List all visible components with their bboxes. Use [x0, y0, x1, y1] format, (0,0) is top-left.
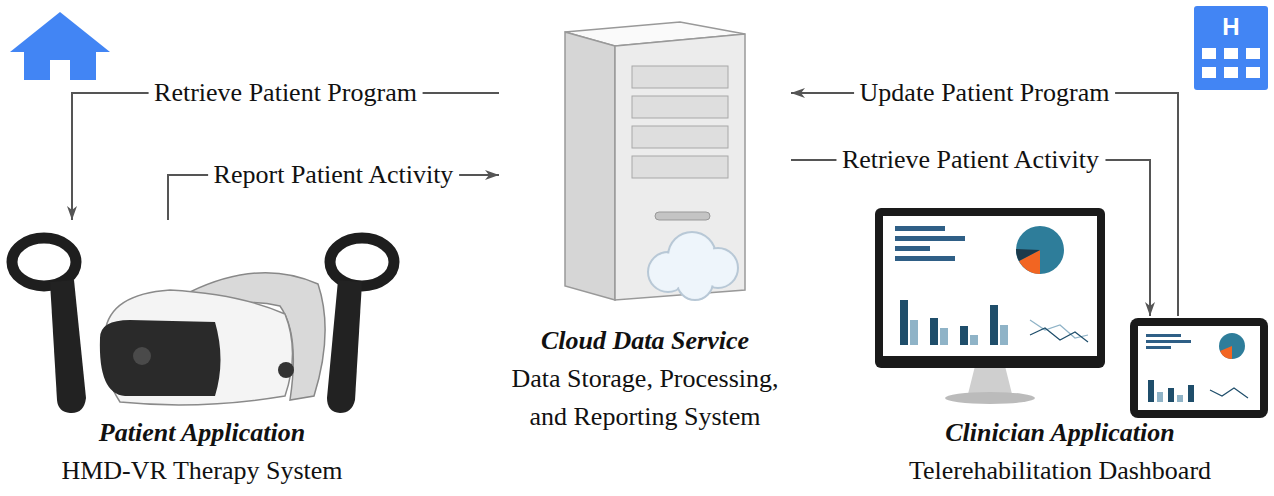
node-heading: Clinician Application [945, 414, 1174, 452]
hospital-building [1194, 6, 1268, 90]
chart-bar [1146, 340, 1191, 343]
patient-application-node: Patient ApplicationHMD-VR Therapy System [8, 220, 396, 494]
hospital-window [1224, 48, 1238, 59]
monitor-screen [883, 216, 1097, 356]
drive-bay [632, 96, 728, 118]
drive-bay [632, 66, 728, 88]
flow-arrow [72, 93, 499, 220]
flow-arrow [791, 160, 1150, 316]
chart-bar [910, 320, 918, 345]
server-illustration [565, 22, 745, 300]
hospital-window [1202, 67, 1216, 78]
monitor-frame [875, 208, 1105, 368]
server-front [615, 34, 745, 300]
controller-ring [12, 238, 76, 286]
connector-group [72, 93, 1178, 316]
chart-bar [900, 300, 908, 345]
cloud-puff [679, 266, 712, 299]
clinician-application-node: Clinician ApplicationTelerehabilitation … [868, 316, 1252, 494]
flow-label: Report Patient Activity [208, 160, 460, 190]
headset-lens [133, 347, 151, 365]
vr-headset-illustration [12, 238, 394, 413]
chart-bar [1177, 395, 1183, 402]
monitor-base [945, 392, 1035, 404]
drive-bay [632, 126, 728, 148]
pie-chart [1219, 333, 1245, 359]
hospital-window [1202, 48, 1216, 59]
node-heading: Cloud Data Service [541, 322, 749, 360]
controller-handle [327, 280, 362, 413]
chart-bar [1188, 385, 1194, 402]
tablet-screen [1138, 326, 1260, 410]
chart-bar [990, 305, 998, 345]
home-icon [10, 12, 110, 80]
monitor-stand [968, 366, 1012, 394]
monitor-illustration [875, 208, 1105, 404]
chart-bar [895, 236, 965, 241]
chart-bar [970, 335, 978, 345]
cloud-service-node: Cloud Data ServiceData Storage, Processi… [499, 20, 791, 440]
tablet-illustration [1130, 318, 1268, 418]
chart-line [1030, 328, 1088, 342]
flow-arrow [791, 93, 1178, 316]
flow-label: Retrieve Patient Activity [836, 145, 1105, 175]
flow-label: Update Patient Program [854, 78, 1116, 108]
chart-bar [1146, 346, 1171, 349]
hospital-window [1224, 67, 1238, 78]
node-description: HMD-VR Therapy System [61, 452, 342, 490]
controller-ring [330, 238, 394, 286]
server-side [565, 32, 615, 300]
pie-chart [1016, 226, 1064, 274]
chart-bar [1000, 325, 1008, 345]
chart-line [1210, 388, 1248, 398]
chart-bar [895, 226, 945, 231]
chart-bar [930, 318, 938, 345]
controller-handle [50, 280, 86, 413]
node-description: Data Storage, Processing, and Reporting … [505, 360, 785, 436]
tablet-frame [1130, 318, 1268, 418]
pie-slice [1220, 346, 1232, 359]
hospital-window [1246, 67, 1260, 78]
chart-bar [895, 256, 955, 261]
hospital-icon [1194, 6, 1268, 90]
node-description: Telerehabilitation Dashboard [909, 452, 1211, 490]
node-heading: Patient Application [99, 414, 305, 452]
hospital-window [1246, 48, 1260, 59]
chart-bar [1157, 392, 1163, 402]
flow-label: Retrieve Patient Program [148, 78, 423, 108]
chart-bar [1148, 380, 1154, 402]
chart-bar [940, 328, 948, 345]
server-slot [655, 212, 710, 220]
headset-dial [278, 362, 294, 378]
headset-visor [100, 320, 221, 396]
chart-bar [895, 246, 930, 251]
drive-bay [632, 156, 728, 178]
chart-bar [1146, 334, 1181, 337]
chart-bar [960, 326, 968, 345]
hospital-icon-letter: H [1222, 14, 1239, 40]
pie-slice [1016, 249, 1040, 261]
chart-bar [1168, 388, 1174, 402]
